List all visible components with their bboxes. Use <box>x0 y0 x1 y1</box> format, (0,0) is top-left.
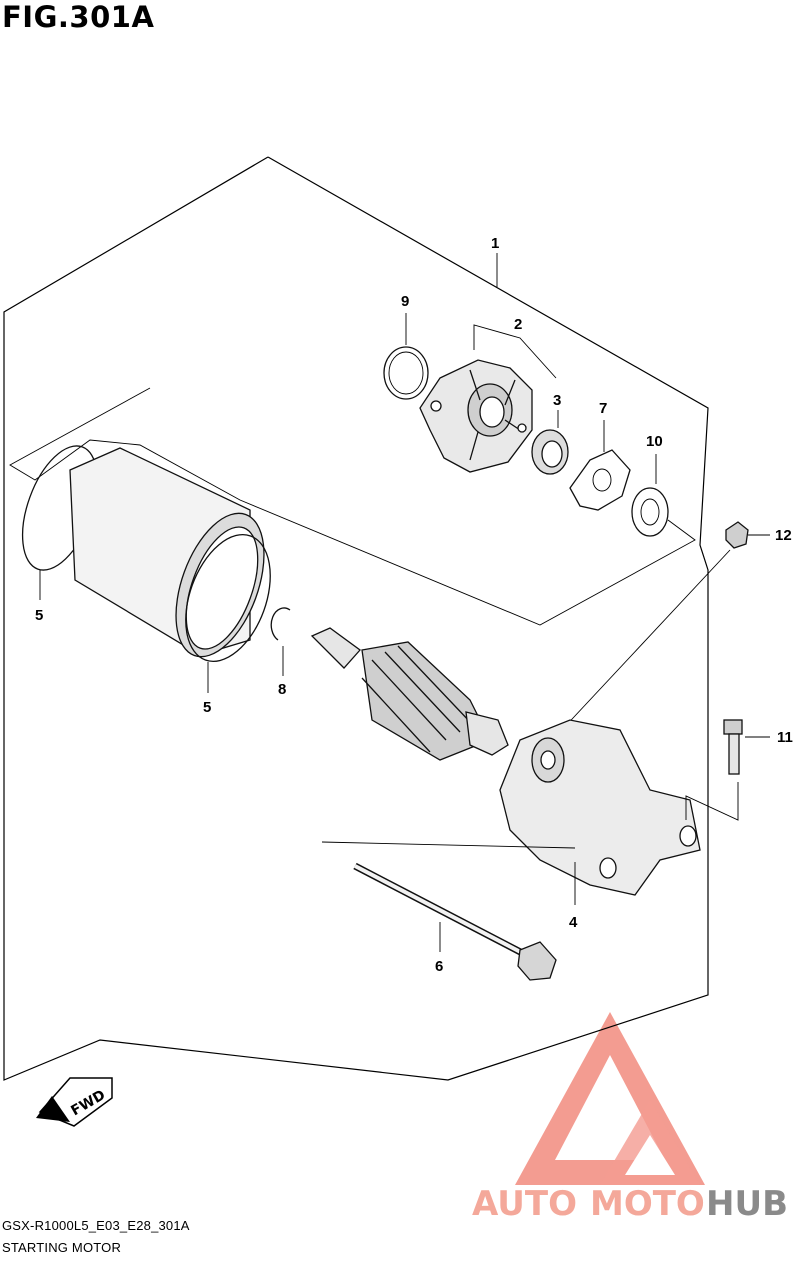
subassembly-boundary <box>9 387 696 626</box>
diagram-name: STARTING MOTOR <box>2 1240 122 1255</box>
watermark-hub: HUB <box>706 1184 788 1224</box>
callout-12: 12 <box>775 527 792 544</box>
model-code: GSX-R1000L5_E03_E28_301A <box>2 1218 190 1233</box>
o-ring-5-right <box>185 533 271 663</box>
o-ring-9 <box>383 346 429 400</box>
end-cover-4 <box>499 719 701 896</box>
circlip-8 <box>270 607 291 641</box>
leader-2 <box>473 324 557 379</box>
lock-plate-7 <box>569 449 631 511</box>
callout-11: 11 <box>777 729 793 746</box>
callout-2: 2 <box>514 316 522 333</box>
front-housing-2 <box>419 359 533 473</box>
armature <box>310 627 509 761</box>
callout-3: 3 <box>553 392 561 409</box>
watermark-auto: AUTO <box>472 1184 577 1224</box>
watermark-logo <box>515 1012 705 1185</box>
callout-7: 7 <box>599 400 607 417</box>
callout-6: 6 <box>435 958 443 975</box>
motor-yoke <box>69 447 265 658</box>
fwd-arrow-icon: FWD <box>36 1077 113 1127</box>
plug-12 <box>725 521 749 549</box>
watermark-moto: MOTO <box>590 1184 705 1224</box>
callout-10: 10 <box>646 433 663 450</box>
callout-5a: 5 <box>35 607 43 624</box>
through-bolt-6 <box>353 862 557 981</box>
callout-5b: 5 <box>203 699 211 716</box>
callout-1: 1 <box>491 235 499 252</box>
washer-10 <box>631 487 669 537</box>
figure-title: FIG.301A <box>2 0 155 34</box>
callout-4: 4 <box>569 914 578 931</box>
callout-9: 9 <box>401 293 409 310</box>
bolt-11 <box>723 719 743 775</box>
callout-8: 8 <box>278 681 286 698</box>
assembly-boundary <box>3 156 709 1081</box>
